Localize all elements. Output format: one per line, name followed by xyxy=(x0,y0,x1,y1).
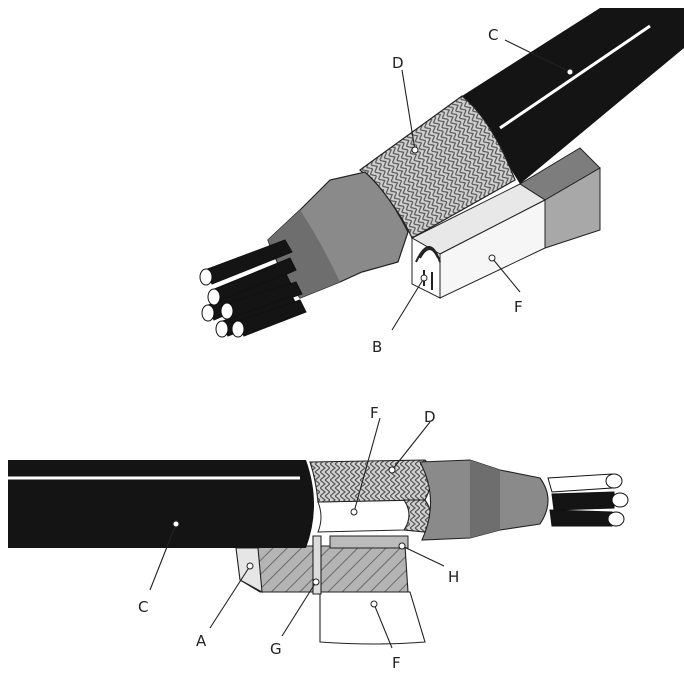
bottom-conductors xyxy=(547,473,629,527)
bottom-window xyxy=(317,499,411,533)
bottom-hatched-block xyxy=(239,545,409,593)
label-c-bottom: C xyxy=(138,598,148,616)
label-a-bottom: A xyxy=(196,632,207,650)
top-leader-dots xyxy=(411,68,574,282)
top-outer-jacket xyxy=(462,8,684,184)
label-d-bottom: D xyxy=(424,408,436,426)
top-jacket-highlight xyxy=(499,24,651,130)
top-block-b-rings xyxy=(415,246,441,290)
label-b-top: B xyxy=(372,338,382,356)
bottom-leader-dots xyxy=(172,466,406,608)
bottom-leader-lines xyxy=(149,417,445,649)
label-d-top: D xyxy=(392,54,404,72)
bottom-h-strip xyxy=(329,535,409,549)
top-conductors xyxy=(199,239,307,338)
label-g-bottom: G xyxy=(270,640,282,658)
label-f-top: F xyxy=(514,298,523,316)
label-c-top: C xyxy=(488,26,498,44)
bottom-block-outline xyxy=(319,591,426,645)
label-f-bottom-top: F xyxy=(370,404,379,422)
bottom-grey-sleeve-shade xyxy=(470,460,500,538)
label-h-bottom: H xyxy=(448,568,459,586)
bottom-braid-upper xyxy=(309,459,433,503)
bottom-cable-assembly: F D C H A G F xyxy=(8,404,629,672)
top-leader-lines xyxy=(391,39,571,331)
label-f-bottom: F xyxy=(392,654,401,672)
bottom-outer-jacket xyxy=(8,460,314,548)
bottom-block-a xyxy=(235,547,263,593)
top-cable-assembly: C D F B xyxy=(199,8,684,356)
